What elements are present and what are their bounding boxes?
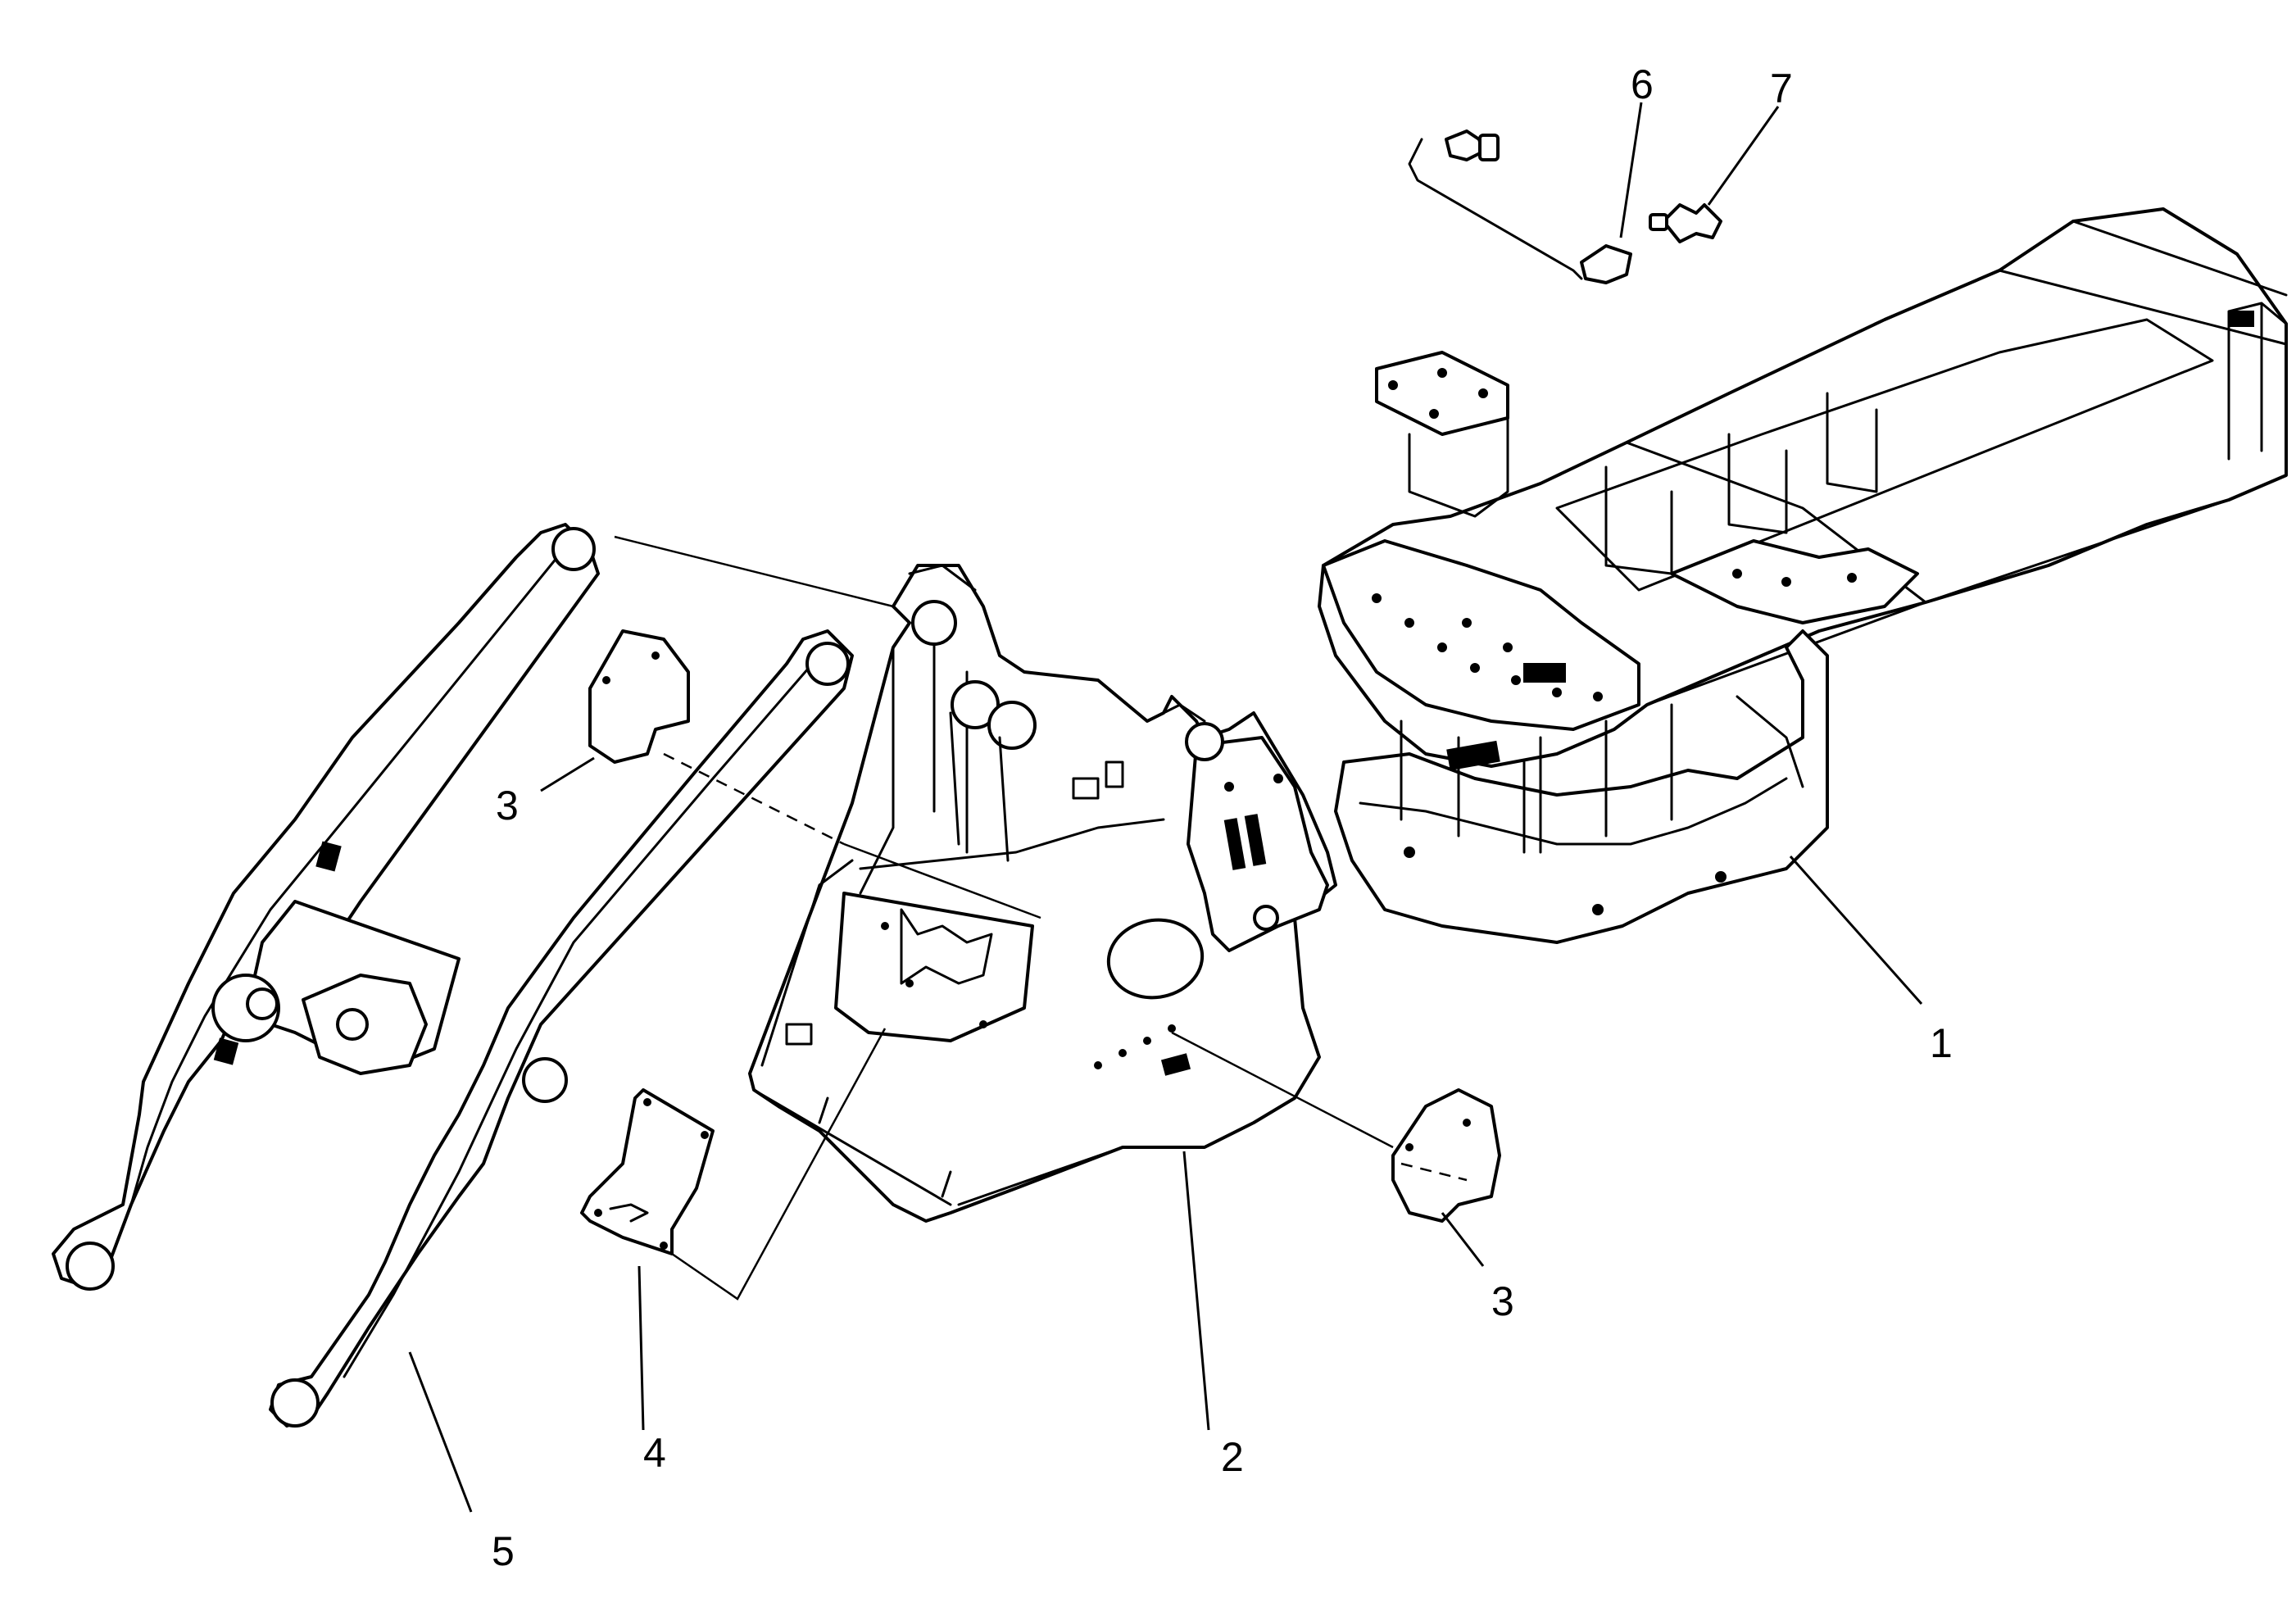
- callout-3b: 3: [1491, 1278, 1514, 1324]
- leader-3a: [540, 756, 595, 792]
- leader-5: [408, 1351, 473, 1513]
- cover-plate-part-3b: [1391, 1088, 1501, 1223]
- fitting-part-7: [1649, 203, 1722, 243]
- rear-frame-part-1: [1318, 207, 2288, 944]
- callout-5: 5: [492, 1528, 515, 1574]
- front-frame-part-2: [748, 564, 1337, 1223]
- leader-1: [1789, 856, 1923, 1005]
- callout-labels: 1 2 3 3 4 5 6 7: [492, 61, 1953, 1574]
- leader-6: [1619, 102, 1643, 238]
- callout-3a: 3: [496, 783, 519, 828]
- plate-part-4: [580, 1088, 715, 1255]
- callout-6: 6: [1631, 61, 1654, 107]
- callout-7: 7: [1770, 66, 1793, 111]
- leader-4: [638, 1265, 645, 1431]
- leader-2: [1182, 1151, 1210, 1431]
- fitting-part-6: [1408, 129, 1632, 284]
- callout-2: 2: [1221, 1434, 1244, 1480]
- leader-3b: [1441, 1212, 1485, 1267]
- cover-plate-part-3a: [588, 629, 690, 764]
- lift-arms-part-5: [52, 523, 854, 1428]
- leader-7: [1707, 106, 1780, 206]
- callout-1: 1: [1930, 1020, 1953, 1066]
- callout-4: 4: [643, 1430, 666, 1476]
- leader-lines: [408, 102, 1923, 1513]
- assembly-lines: [614, 535, 1468, 1301]
